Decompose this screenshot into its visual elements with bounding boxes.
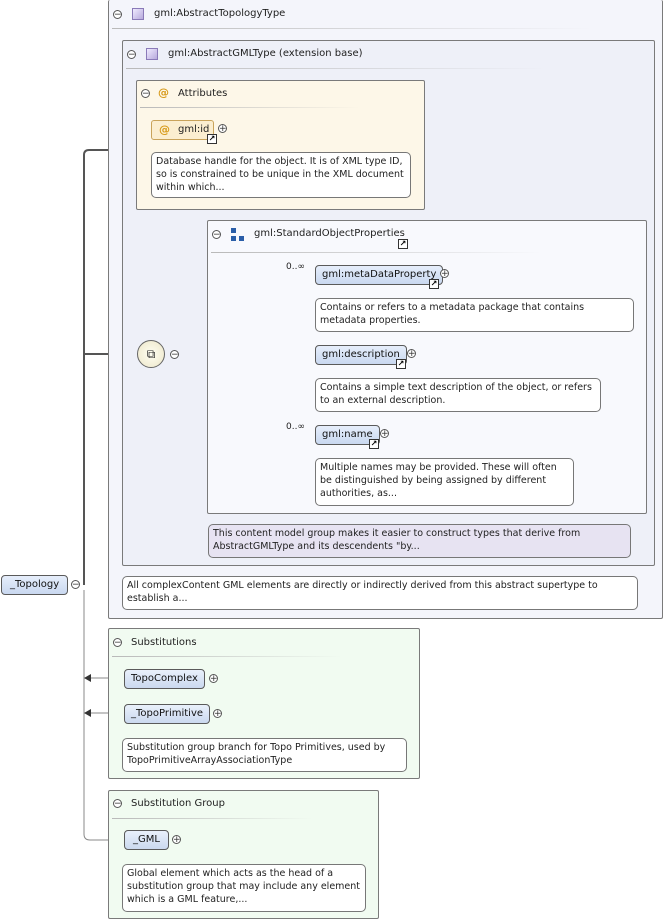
expand-icon[interactable]: + — [213, 709, 222, 719]
abstract-gml-type-title: gml:AbstractGMLType (extension base) — [168, 48, 363, 59]
attribute-gml-id[interactable] — [151, 120, 214, 140]
abstract-topology-type-title: gml:AbstractTopologyType — [154, 8, 286, 19]
element-name[interactable]: gml:name — [315, 425, 380, 445]
cardinality-label: 0..∞ — [286, 262, 305, 272]
complex-type-icon — [132, 8, 144, 20]
description-note: Contains a simple text description of th… — [315, 378, 601, 412]
separator — [140, 107, 360, 108]
link-icon[interactable]: ↗ — [429, 279, 439, 289]
collapse-icon[interactable]: − — [71, 580, 80, 590]
topoprimitive-note: Substitution group branch for Topo Primi… — [122, 738, 407, 772]
expand-icon[interactable]: + — [218, 124, 227, 134]
attribute-icon: @ — [159, 123, 170, 136]
expand-icon[interactable]: + — [440, 269, 449, 279]
attributes-title: Attributes — [178, 88, 228, 99]
collapse-icon[interactable]: − — [113, 10, 122, 20]
separator — [112, 656, 342, 657]
complex-type-icon — [146, 48, 158, 60]
collapse-icon[interactable]: − — [127, 50, 136, 60]
element-topology[interactable]: _Topology — [1, 575, 69, 595]
gml-note: Global element which acts as the head of… — [122, 864, 366, 912]
element-topoprimitive[interactable]: _TopoPrimitive — [124, 704, 211, 724]
separator — [126, 68, 546, 69]
attribute-gml-id-label: gml:id — [178, 124, 210, 135]
group-icon — [231, 228, 244, 241]
standard-object-properties-note: This content model group makes it easier… — [208, 524, 631, 558]
element-topocomplex[interactable]: TopoComplex — [124, 669, 205, 689]
cardinality-label: 0..∞ — [286, 422, 305, 432]
link-icon[interactable]: ↗ — [207, 134, 217, 144]
expand-icon[interactable]: + — [407, 349, 416, 359]
topology-note: All complexContent GML elements are dire… — [122, 576, 638, 610]
standard-object-properties-title: gml:StandardObjectProperties — [254, 228, 405, 239]
separator — [211, 252, 541, 253]
link-icon[interactable]: ↗ — [369, 439, 379, 449]
collapse-icon[interactable]: − — [113, 638, 122, 648]
link-icon[interactable]: ↗ — [396, 359, 406, 369]
separator — [112, 818, 312, 819]
separator — [112, 28, 592, 29]
attribute-icon: @ — [158, 86, 169, 99]
element-gml[interactable]: _GML — [124, 830, 169, 850]
attribute-gml-id-note: Database handle for the object. It is of… — [151, 152, 411, 198]
substitutions-title: Substitutions — [131, 637, 197, 648]
link-icon[interactable]: ↗ — [398, 239, 408, 249]
expand-icon[interactable]: + — [209, 674, 218, 684]
collapse-icon[interactable]: − — [170, 350, 179, 360]
element-metadataproperty[interactable]: gml:metaDataProperty — [315, 265, 444, 285]
collapse-icon[interactable]: − — [141, 89, 150, 99]
collapse-icon[interactable]: − — [212, 230, 221, 240]
element-description[interactable]: gml:description — [315, 345, 407, 365]
name-note: Multiple names may be provided. These wi… — [315, 458, 574, 506]
substitution-group-title: Substitution Group — [131, 798, 225, 809]
metadataproperty-note: Contains or refers to a metadata package… — [315, 298, 634, 332]
expand-icon[interactable]: + — [380, 429, 389, 439]
sequence-compositor-icon[interactable]: ⧉ — [137, 340, 165, 368]
expand-icon[interactable]: + — [172, 835, 181, 845]
collapse-icon[interactable]: − — [113, 799, 122, 809]
